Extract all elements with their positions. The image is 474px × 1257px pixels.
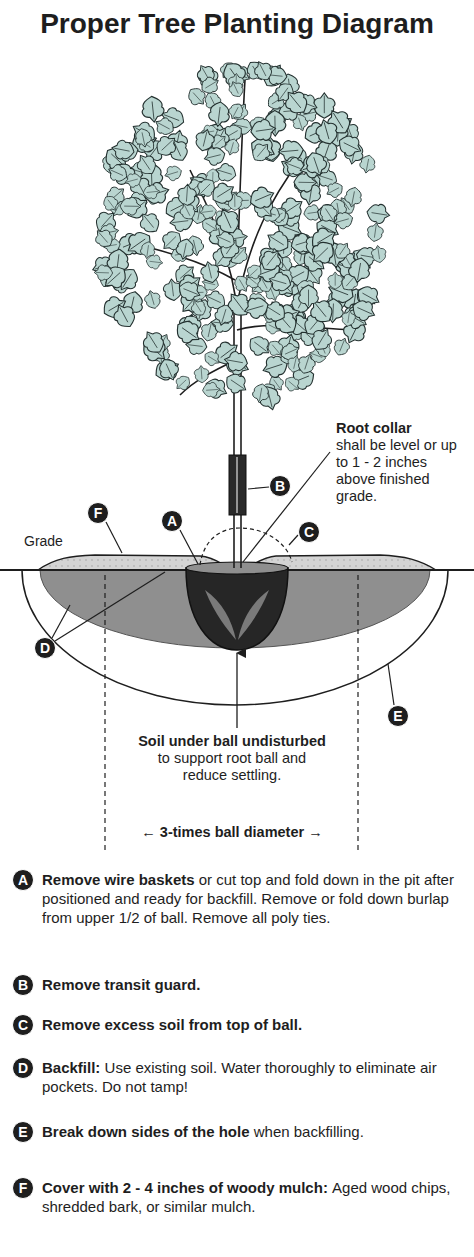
- annotation: ← 3-times ball diameter →: [112, 824, 352, 841]
- pointer-arrow: [236, 653, 237, 728]
- label-text: Soil under ball undisturbed: [112, 733, 352, 750]
- tree-trunk: [120, 80, 365, 568]
- instruction-heading: Remove excess soil from top of ball.: [42, 1016, 302, 1033]
- callout-letter: D: [34, 637, 56, 659]
- callout-circle: E: [387, 705, 409, 727]
- callout-circle: B: [269, 475, 291, 497]
- callout-circle: F: [12, 1177, 34, 1199]
- instruction-heading: Remove transit guard.: [42, 976, 200, 993]
- callout-circle: C: [12, 1014, 34, 1036]
- callout-letter: F: [87, 502, 109, 524]
- instruction-item: Remove transit guard.: [42, 975, 466, 994]
- callout-letter: D: [12, 1057, 34, 1079]
- annotation: Root collarshall be level or up to 1 - 2…: [336, 420, 464, 505]
- instruction-item: Break down sides of the holewhen backfil…: [42, 1122, 466, 1141]
- instruction-item: Cover with 2 - 4 inches of woody mulch:A…: [42, 1178, 466, 1216]
- tree-canopy: [90, 58, 391, 412]
- callout-letter: C: [298, 521, 320, 543]
- instruction-item: Remove wire basketsor cut top and fold d…: [42, 870, 466, 927]
- instruction-heading: Remove wire baskets: [42, 871, 195, 888]
- callout-letter: F: [12, 1177, 34, 1199]
- callout-letter: B: [12, 974, 34, 996]
- callout-circle: D: [12, 1057, 34, 1079]
- callout-circle: B: [12, 974, 34, 996]
- callout-letter: E: [387, 705, 409, 727]
- callout-letter: A: [12, 869, 34, 891]
- callout-circle: A: [161, 510, 183, 532]
- label-text: to support root ball and reduce settling…: [137, 750, 327, 784]
- callout-letter: C: [12, 1014, 34, 1036]
- instruction-text: Use existing soil. Water thoroughly to e…: [42, 1059, 437, 1095]
- callout-letter: E: [12, 1121, 34, 1143]
- label-text: Grade: [24, 533, 63, 549]
- callout-letter: B: [269, 475, 291, 497]
- callout-circle: F: [87, 502, 109, 524]
- annotation: Grade: [24, 533, 86, 550]
- root-ball: [186, 568, 288, 650]
- callout-circle: D: [34, 637, 56, 659]
- instruction-heading: Break down sides of the hole: [42, 1123, 250, 1140]
- excess-soil-outline: [200, 528, 292, 565]
- instruction-heading: Backfill:: [42, 1059, 100, 1076]
- label-text: Root collar: [336, 420, 464, 437]
- title: Proper Tree Planting Diagram: [0, 8, 474, 40]
- root-ball-highlight: [205, 590, 269, 640]
- instruction-item: Remove excess soil from top of ball.: [42, 1015, 466, 1034]
- instruction-item: Backfill:Use existing soil. Water thorou…: [42, 1058, 466, 1096]
- instruction-text: when backfilling.: [254, 1123, 364, 1140]
- callout-circle: A: [12, 869, 34, 891]
- annotation: Soil under ball undisturbedto support ro…: [112, 733, 352, 784]
- callout-circle: C: [298, 521, 320, 543]
- transit-guard: [229, 455, 246, 515]
- callout-circle: E: [12, 1121, 34, 1143]
- root-ball-top: [186, 562, 288, 574]
- callout-letter: A: [161, 510, 183, 532]
- dimension-lines: [105, 575, 358, 850]
- label-text: shall be level or up to 1 - 2 inches abo…: [336, 437, 457, 504]
- label-text: ← 3-times ball diameter →: [141, 824, 322, 840]
- instruction-heading: Cover with 2 - 4 inches of woody mulch:: [42, 1179, 328, 1196]
